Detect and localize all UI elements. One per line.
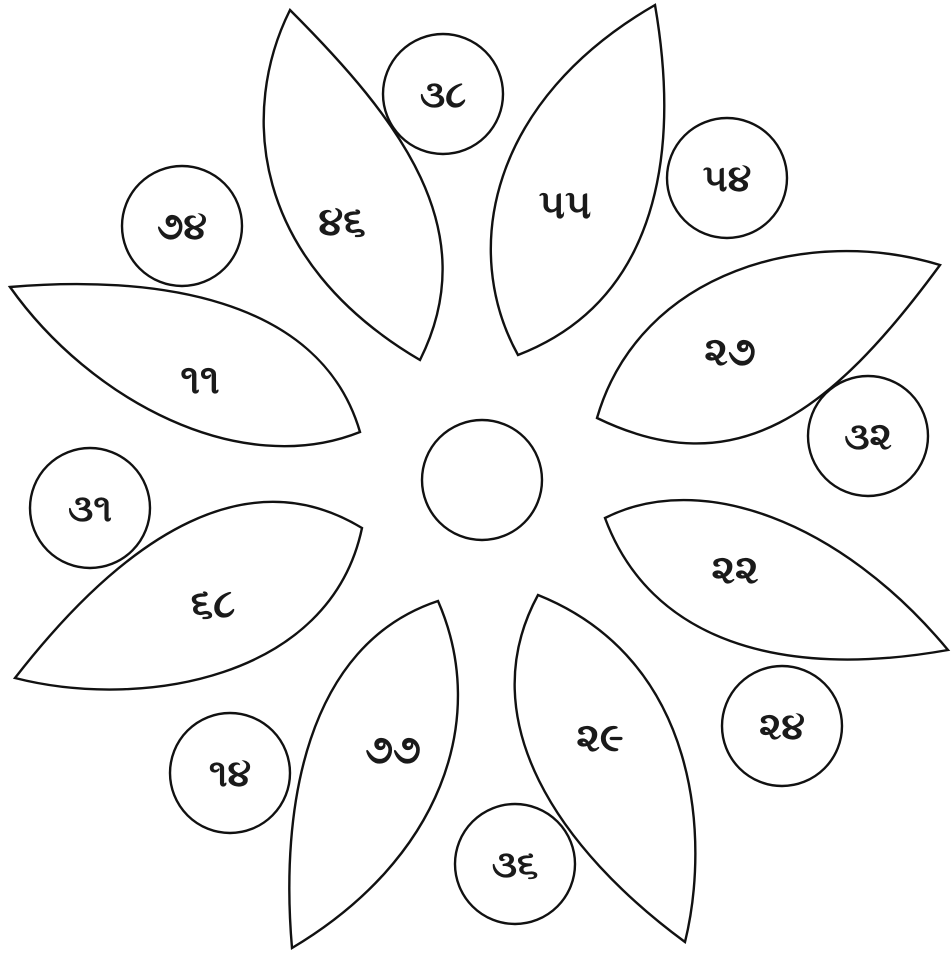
petal-6-label: ૭૭ xyxy=(365,727,421,773)
number-circle-5: ૩૬ xyxy=(455,804,575,924)
number-circle-1-label: ૩૮ xyxy=(420,72,466,116)
number-circle-6-label: ૧૪ xyxy=(209,751,251,795)
number-circle-2: ૫૪ xyxy=(667,118,787,238)
number-circle-7-label: ૩૧ xyxy=(68,486,112,530)
number-circle-5-label: ૩૬ xyxy=(492,842,539,886)
petal-8-label: ૧૧ xyxy=(180,357,219,403)
petal-2-label: ૫૫ xyxy=(539,182,592,228)
number-circle-3-label: ૩૨ xyxy=(844,414,892,458)
petal-4: ૨૨ xyxy=(605,500,948,659)
number-circle-8-label: ૭૪ xyxy=(157,204,207,248)
petal-8: ૧૧ xyxy=(10,284,360,446)
petal-3-label: ૨૭ xyxy=(704,329,755,375)
number-circle-4-label: ૨૪ xyxy=(759,704,805,748)
petal-5-label: ૨૯ xyxy=(576,715,623,761)
petal-2: ૫૫ xyxy=(491,5,664,355)
center-circle xyxy=(422,420,542,540)
number-circle-8: ૭૪ xyxy=(122,166,242,286)
number-circle-1: ૩૮ xyxy=(383,34,503,154)
petal-4-label: ૨૨ xyxy=(712,547,759,593)
number-circle-2-label: ૫૪ xyxy=(703,156,752,200)
number-circle-4: ૨૪ xyxy=(722,666,842,786)
petal-1-label: ૪૬ xyxy=(318,199,365,245)
petal-7-label: ૬૮ xyxy=(191,581,235,627)
number-circle-6: ૧૪ xyxy=(170,713,290,833)
petal-6: ૭૭ xyxy=(289,601,458,948)
number-circle-3: ૩૨ xyxy=(808,376,928,496)
number-circle-7: ૩૧ xyxy=(30,448,150,568)
